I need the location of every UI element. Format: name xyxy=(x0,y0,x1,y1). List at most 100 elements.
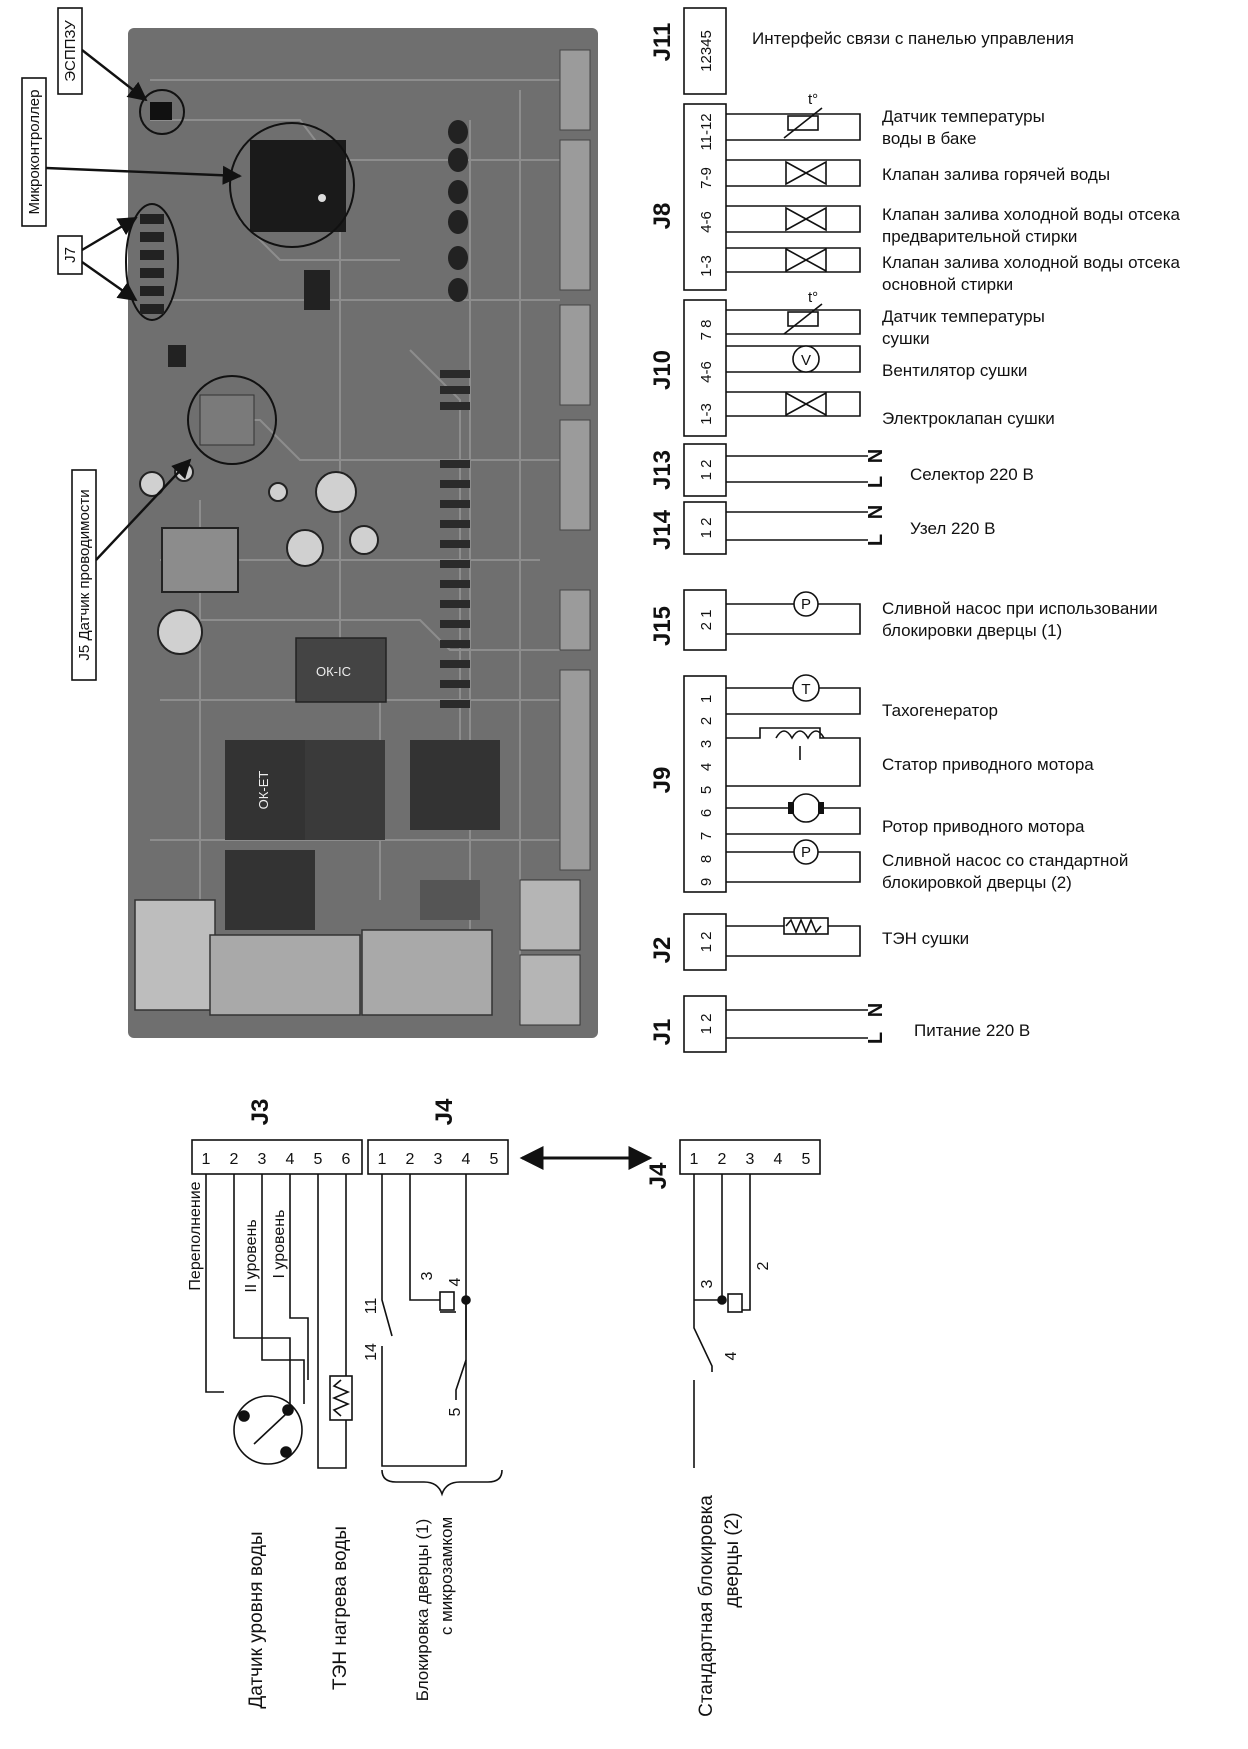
j9-pin-3: 3 xyxy=(698,740,715,748)
eeprom-ring xyxy=(139,89,185,135)
j2-pinbox xyxy=(683,913,727,971)
conn-j2-id: J2 xyxy=(649,937,676,964)
svg-text:4: 4 xyxy=(774,1151,783,1168)
relay-mark-a: ОК-ЕТ xyxy=(256,771,271,810)
svg-text:4: 4 xyxy=(723,1351,740,1360)
label-j10-temp-2: сушки xyxy=(882,329,930,348)
svg-text:с микрозамком: с микрозамком xyxy=(437,1517,456,1635)
callout-j5-label: J5 Датчик проводимости xyxy=(76,489,93,660)
callout-eeprom-label: ЭСППЗУ xyxy=(62,20,79,82)
svg-text:Стандартная блокировка: Стандартная блокировка xyxy=(696,1495,717,1717)
label-j10-valve: Электроклапан сушки xyxy=(882,409,1055,428)
j14-pinbox xyxy=(683,501,727,555)
svg-text:5: 5 xyxy=(314,1151,323,1168)
svg-text:3: 3 xyxy=(746,1151,755,1168)
j9-pinbox xyxy=(683,675,727,893)
svg-text:2: 2 xyxy=(718,1151,727,1168)
svg-text:4: 4 xyxy=(447,1277,464,1286)
j9-pin-9: 9 xyxy=(698,878,715,886)
pump-icon xyxy=(793,591,819,617)
svg-text:5: 5 xyxy=(490,1151,499,1168)
svg-text:1: 1 xyxy=(378,1151,387,1168)
wiring xyxy=(726,113,868,1039)
j4a-header: 1 2 3 4 5 xyxy=(367,1139,509,1175)
j5-ring xyxy=(187,375,277,465)
label-j13: Селектор 220 В xyxy=(910,465,1034,484)
svg-text:5: 5 xyxy=(802,1151,811,1168)
line-letters: N L N L N L xyxy=(865,449,887,1044)
svg-text:6: 6 xyxy=(342,1151,351,1168)
label-j15-1: Сливной насос при использовании xyxy=(882,599,1158,618)
label-j8-cold-pre-1: Клапан залива холодной воды отсека xyxy=(882,205,1181,224)
connector-ids: J11 J8 J10 J13 J14 J15 J9 J2 J1 xyxy=(649,23,676,1046)
j13-l: L xyxy=(865,476,887,488)
j14-pins: 1 2 xyxy=(698,518,715,539)
bottom-ids: J3 J4 J4 xyxy=(247,1098,672,1189)
svg-text:2: 2 xyxy=(230,1151,239,1168)
callout-j7: J7 xyxy=(57,235,83,275)
j10-pins-7-8: 7 8 xyxy=(698,320,715,341)
microcontroller-ring xyxy=(229,122,355,248)
svg-text:I уровень: I уровень xyxy=(271,1210,288,1279)
microcontroller-chip xyxy=(250,140,346,232)
j14-n: N xyxy=(865,505,887,519)
label-j14: Узел 220 В xyxy=(910,519,995,538)
svg-text:4: 4 xyxy=(286,1151,295,1168)
j1-n: N xyxy=(865,1003,887,1017)
callout-eeprom: ЭСППЗУ xyxy=(57,7,83,95)
component-labels: Интерфейс связи с панелью управления Дат… xyxy=(752,29,1181,1040)
j4b-header: 1 2 3 4 5 xyxy=(679,1139,821,1175)
motor-icon xyxy=(791,793,821,823)
conn-j9-id: J9 xyxy=(649,767,676,794)
j8-pins-1-3: 1-3 xyxy=(698,255,715,277)
j1-pins: 1 2 xyxy=(698,1014,715,1035)
label-j8-cold-main-2: основной стирки xyxy=(882,275,1013,294)
label-j9-tacho: Тахогенератор xyxy=(882,701,998,720)
svg-text:1: 1 xyxy=(202,1151,211,1168)
relay-mark-b: ОК-IC xyxy=(316,664,351,679)
level-labels: Переполнение II уровень I уровень xyxy=(187,1181,288,1292)
j10-pins-1-3: 1-3 xyxy=(698,403,715,425)
j15-pins: 2 1 xyxy=(698,610,715,631)
label-j10-fan: Вентилятор сушки xyxy=(882,361,1027,380)
svg-text:4: 4 xyxy=(462,1151,471,1168)
j13-n: N xyxy=(865,449,887,463)
label-j9-pump-2: блокировкой дверцы (2) xyxy=(882,873,1072,892)
temp-symbol-label: t° xyxy=(808,91,818,108)
fan-symbol-label: V xyxy=(801,352,811,369)
j13-pinbox xyxy=(683,443,727,497)
temp-symbol-label-2: t° xyxy=(808,289,818,306)
label-j15-2: блокировки дверцы (1) xyxy=(882,621,1062,640)
svg-text:3: 3 xyxy=(434,1151,443,1168)
svg-text:Переполнение: Переполнение xyxy=(187,1181,204,1290)
symbols: t° t° V P T P xyxy=(775,91,829,935)
svg-text:дверцы (2): дверцы (2) xyxy=(722,1512,743,1607)
label-j9-stator: Статор приводного мотора xyxy=(882,755,1094,774)
conn-j1-id: J1 xyxy=(649,1019,676,1046)
svg-text:2: 2 xyxy=(406,1151,415,1168)
pin-numbers: 12345 11-12 7-9 4-6 1-3 7 8 4-6 1-3 1 2 … xyxy=(698,30,715,1034)
svg-text:Датчик уровня воды: Датчик уровня воды xyxy=(246,1531,267,1708)
conn-j10-id: J10 xyxy=(649,350,676,390)
callout-j7-label: J7 xyxy=(62,247,79,263)
pump-symbol-label: P xyxy=(801,596,811,613)
j10-pinbox xyxy=(683,299,727,437)
svg-text:14: 14 xyxy=(363,1343,380,1361)
tacho-icon xyxy=(792,674,820,702)
j8-pinbox xyxy=(683,103,727,291)
label-j2: ТЭН сушки xyxy=(882,929,969,948)
conn-j13-id: J13 xyxy=(649,450,676,490)
j8-pins-7-9: 7-9 xyxy=(698,167,715,189)
svg-text:1: 1 xyxy=(690,1151,699,1168)
fan-icon xyxy=(792,345,820,373)
svg-text:II уровень: II уровень xyxy=(243,1219,260,1292)
label-j8-temp-1: Датчик температуры xyxy=(882,107,1045,126)
j4a-wiring xyxy=(381,1174,471,1467)
callout-microcontroller: Микроконтроллер xyxy=(21,77,47,227)
bottom-captions: Датчик уровня воды ТЭН нагрева воды Блок… xyxy=(246,1495,743,1717)
label-j8-temp-2: воды в баке xyxy=(882,129,976,148)
j1-l: L xyxy=(865,1032,887,1044)
j14-l: L xyxy=(865,534,887,546)
